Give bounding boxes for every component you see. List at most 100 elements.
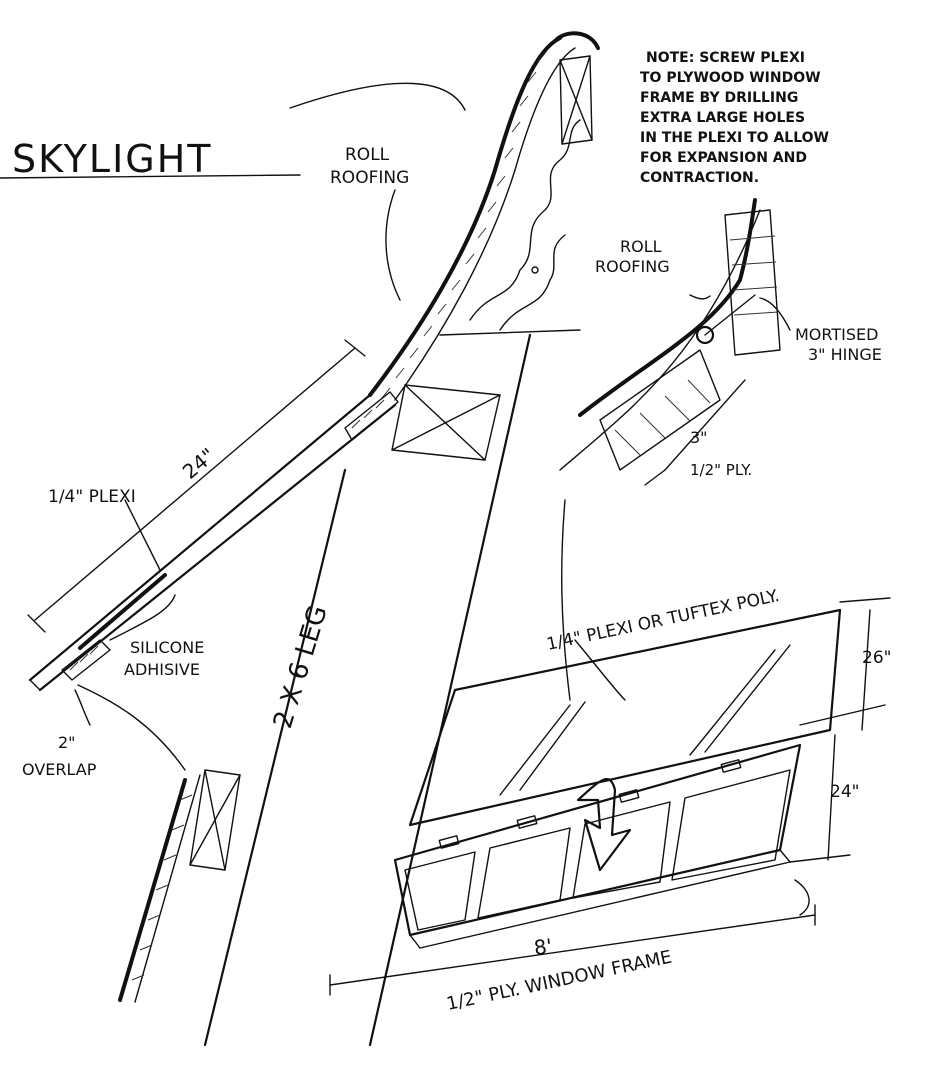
lower-roof-stub bbox=[118, 769, 241, 1003]
window-frame-label: 1/2" PLY. WINDOW FRAME bbox=[445, 947, 674, 1015]
plexi-sheet bbox=[408, 608, 842, 827]
dim-24-frame-label: 24" bbox=[830, 782, 859, 802]
leg-right-edge bbox=[368, 333, 532, 1047]
leg-left-edge bbox=[203, 468, 347, 1047]
window-frame-assembly: 1/4" PLEXI OR TUFTEX POLY. 26" 24" 8' 1/… bbox=[329, 586, 891, 1015]
dim-3in-line bbox=[664, 379, 746, 471]
roll-roofing-detail-line-1: ROLL bbox=[620, 237, 662, 256]
half-ply-label: 1/2" PLY. bbox=[690, 461, 752, 479]
ridge-cap bbox=[554, 31, 600, 50]
overlap-leader bbox=[74, 689, 91, 726]
silicone-leader bbox=[109, 594, 176, 641]
dim-26-line bbox=[861, 609, 871, 731]
detail-roofing bbox=[578, 198, 757, 417]
silicone-line-1: SILICONE bbox=[130, 638, 204, 657]
wood-grain-1 bbox=[469, 119, 581, 321]
assembly-arrow bbox=[576, 778, 632, 872]
hinge-leaf bbox=[704, 294, 756, 336]
dim-26-bottom-tick bbox=[799, 704, 886, 726]
dim-24-main-label: 24" bbox=[178, 443, 220, 484]
note-line-7: CONTRACTION. bbox=[640, 170, 759, 186]
plexi-or-tuftex-label: 1/4" PLEXI OR TUFTEX POLY. bbox=[545, 586, 781, 655]
note-line-3: FRAME BY DRILLING bbox=[640, 90, 798, 106]
silicone-line-2: ADHISIVE bbox=[124, 660, 200, 679]
main-section: 24" ROLL ROOFING 1/4" PLEXI SILICONE ADH… bbox=[22, 31, 600, 1047]
plexi-end bbox=[29, 679, 41, 691]
hinge-pin bbox=[695, 325, 715, 345]
leg-label: 2 X 6 LEG bbox=[268, 602, 334, 732]
plexi-label-leader bbox=[574, 639, 626, 701]
frame-pane-2 bbox=[477, 827, 571, 919]
upper-sheathing-hatch bbox=[381, 51, 547, 399]
overlap-line-2: OVERLAP bbox=[22, 760, 97, 779]
hinge-leader bbox=[759, 297, 791, 331]
lower-frame-strip bbox=[61, 639, 111, 681]
overlap-arc bbox=[77, 684, 186, 771]
knee-strip bbox=[344, 391, 399, 441]
frame-thickness-2 bbox=[419, 861, 791, 949]
roll-roofing-upper bbox=[368, 36, 562, 397]
plexi-top-edge bbox=[28, 393, 372, 682]
title-text: SKYLIGHT bbox=[12, 137, 213, 181]
detail-frame-block bbox=[724, 209, 781, 356]
detail-sheathing bbox=[559, 209, 761, 471]
frame-pane-3 bbox=[572, 801, 671, 899]
hinge-label-line-2: 3" HINGE bbox=[808, 345, 882, 364]
roll-roofing-top-arrow bbox=[289, 82, 466, 111]
frame-thickness-1 bbox=[409, 934, 421, 949]
silicone-seam bbox=[78, 573, 167, 650]
detail-ply-hatch bbox=[614, 379, 711, 456]
hinge-label-line-1: MORTISED bbox=[795, 325, 878, 344]
frame-hinge-2 bbox=[516, 815, 538, 829]
note-line-1: NOTE: SCREW PLEXI bbox=[646, 50, 805, 66]
dim-26-top-tick bbox=[839, 597, 891, 603]
plexi-reflection-4 bbox=[704, 644, 791, 753]
dim-3in-label: 3" bbox=[690, 428, 708, 447]
dim-26-label: 26" bbox=[862, 648, 891, 668]
frame-pane-4 bbox=[671, 769, 791, 881]
knot bbox=[531, 266, 539, 274]
hinge-detail: ROLL ROOFING MORTISED 3" HINGE 3" 1/2" P… bbox=[559, 198, 882, 701]
roll-roofing-detail-leader bbox=[689, 294, 711, 300]
frame-thickness-3 bbox=[779, 849, 791, 863]
note-line-4: EXTRA LARGE HOLES bbox=[640, 110, 805, 126]
plexi-reflection-1 bbox=[499, 704, 571, 796]
quarter-plexi-label: 1/4" PLEXI bbox=[48, 487, 136, 507]
frame-hinge-4 bbox=[720, 759, 742, 773]
window-frame-leader bbox=[794, 879, 810, 916]
frame-hinge-1 bbox=[438, 835, 460, 849]
plexi-reflection-2 bbox=[519, 701, 586, 791]
note-line-5: IN THE PLEXI TO ALLOW bbox=[640, 130, 829, 146]
dim-24-main: 24" bbox=[27, 339, 366, 633]
detail-frame-hatch bbox=[729, 235, 779, 316]
roll-roofing-detail-line-2: ROOFING bbox=[595, 257, 670, 276]
plexi-bottom-edge bbox=[38, 403, 397, 692]
dim-24-frame-bottom-tick bbox=[789, 854, 851, 863]
ridge-block bbox=[559, 55, 593, 145]
title-underline bbox=[0, 174, 301, 179]
wood-grain-2 bbox=[499, 234, 566, 331]
note-line-2: TO PLYWOOD WINDOW bbox=[640, 70, 821, 86]
half-ply-leader bbox=[644, 469, 666, 486]
overlap-line-1: 2" bbox=[58, 733, 76, 752]
dim-8ft-line bbox=[329, 914, 816, 986]
roll-roofing-down-arrow bbox=[385, 189, 401, 301]
frame-pane-1 bbox=[404, 851, 476, 931]
frame-hinge-3 bbox=[618, 789, 640, 803]
dim-24-frame-line bbox=[827, 734, 836, 861]
roll-roofing-main-line-1: ROLL bbox=[345, 145, 390, 165]
detail-to-frame-arrow bbox=[561, 499, 571, 701]
roof-sheathing-upper bbox=[394, 47, 576, 401]
note-line-6: FOR EXPANSION AND bbox=[640, 150, 807, 166]
top-plate-line bbox=[439, 329, 581, 336]
plexi-leader bbox=[124, 499, 161, 571]
note-block: NOTE: SCREW PLEXI TO PLYWOOD WINDOW FRAM… bbox=[640, 50, 829, 186]
dim-8ft-label: 8' bbox=[532, 934, 553, 960]
roll-roofing-main-line-2: ROOFING bbox=[330, 168, 409, 188]
plexi-reflection-3 bbox=[689, 649, 776, 756]
knee-block bbox=[391, 384, 501, 461]
title-group: SKYLIGHT bbox=[0, 137, 301, 181]
detail-ply-block bbox=[599, 349, 721, 471]
